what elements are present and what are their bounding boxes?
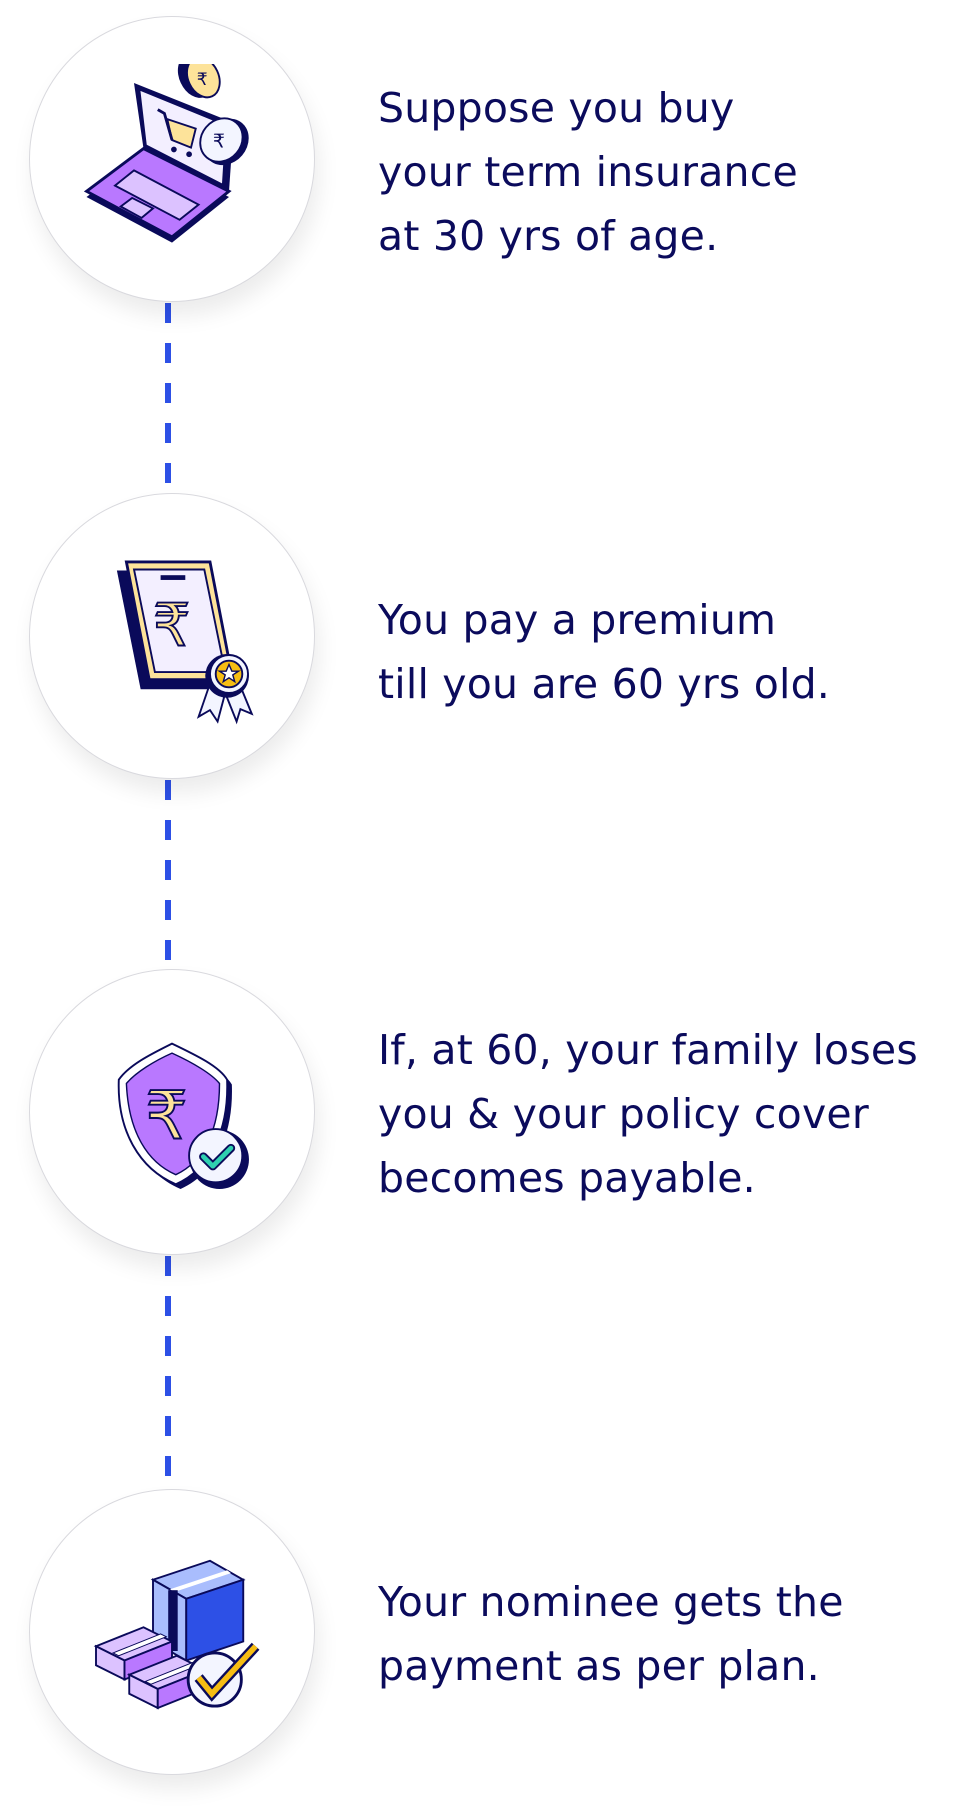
timeline-connector-3 bbox=[165, 1256, 171, 1486]
step-1-line-1: Suppose you buy bbox=[378, 84, 735, 132]
step-3-line-1: If, at 60, your family loses bbox=[378, 1026, 918, 1074]
laptop-shopping-cart-rupee-coins-icon: ₹ ₹ bbox=[83, 64, 249, 243]
step-3-icon-circle: ₹ bbox=[29, 969, 315, 1255]
step-1-line-2: your term insurance bbox=[378, 148, 798, 196]
step-3-text: If, at 60, your family loses you & your … bbox=[378, 1018, 918, 1210]
step-4-text: Your nominee gets the payment as per pla… bbox=[378, 1570, 844, 1698]
step-4-icon-circle bbox=[29, 1489, 315, 1775]
svg-text:₹: ₹ bbox=[153, 591, 190, 660]
step-2-icon-circle: ₹ bbox=[29, 493, 315, 779]
step-4-line-1: Your nominee gets the bbox=[378, 1578, 844, 1626]
step-2-line-1: You pay a premium bbox=[378, 596, 777, 644]
svg-text:₹: ₹ bbox=[213, 131, 225, 153]
timeline-connector-2 bbox=[165, 780, 171, 960]
rupee-shield-checkmark-icon: ₹ bbox=[117, 1042, 249, 1189]
step-2-text: You pay a premium till you are 60 yrs ol… bbox=[378, 588, 830, 716]
phone-rupee-award-badge-icon: ₹ bbox=[116, 560, 254, 725]
step-3-line-2: you & your policy cover bbox=[378, 1090, 869, 1138]
step-2-line-2: till you are 60 yrs old. bbox=[378, 660, 831, 708]
step-1-text: Suppose you buy your term insurance at 3… bbox=[378, 76, 798, 268]
timeline-connector-1 bbox=[165, 303, 171, 483]
svg-text:₹: ₹ bbox=[145, 1077, 187, 1155]
step-1-line-3: at 30 yrs of age. bbox=[378, 212, 719, 260]
step-4-line-2: payment as per plan. bbox=[378, 1642, 820, 1690]
svg-text:₹: ₹ bbox=[197, 70, 208, 90]
step-1-icon-circle: ₹ ₹ bbox=[29, 16, 315, 302]
step-3-line-3: becomes payable. bbox=[378, 1154, 756, 1202]
cash-bundles-checkmark-icon bbox=[93, 1559, 260, 1710]
